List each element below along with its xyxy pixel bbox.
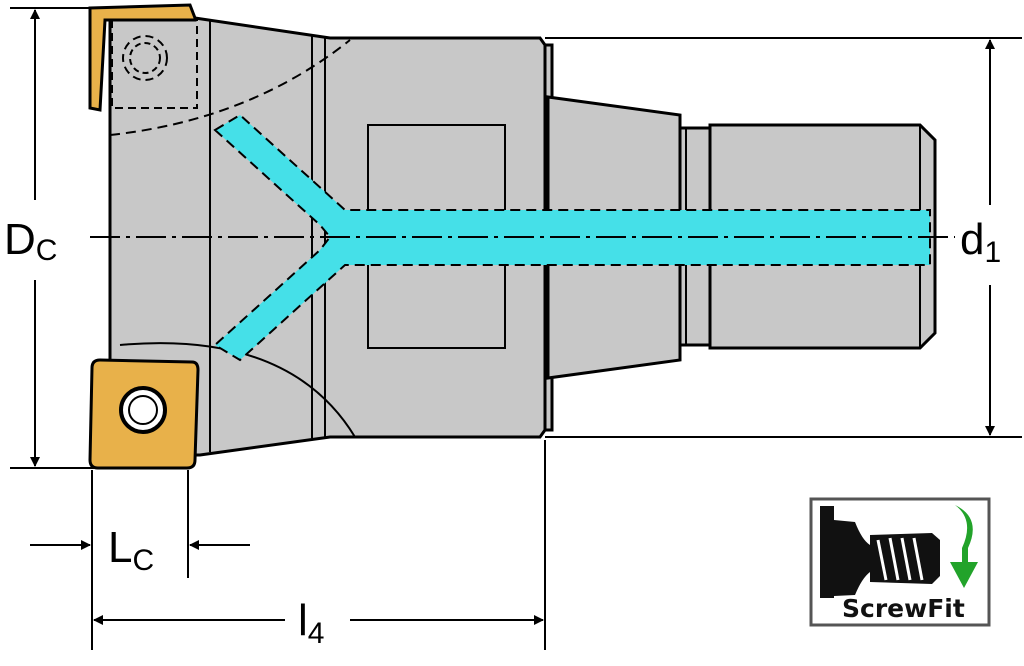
dc-subscript: C bbox=[36, 234, 58, 267]
l4-dimension: l4 bbox=[93, 596, 544, 650]
l4-subscript: 4 bbox=[308, 617, 325, 650]
svg-text:l4: l4 bbox=[298, 596, 324, 650]
lc-subscript: C bbox=[132, 544, 154, 577]
screwfit-text: ScrewFit bbox=[842, 594, 965, 623]
dc-dimension: DC bbox=[4, 8, 57, 467]
extension-lines bbox=[10, 7, 1022, 650]
bottom-insert bbox=[88, 358, 200, 470]
dc-label: D bbox=[4, 215, 36, 264]
svg-text:d1: d1 bbox=[960, 215, 1001, 269]
d1-dimension: d1 bbox=[960, 39, 1001, 436]
l4-label: l bbox=[298, 596, 308, 645]
svg-text:LC: LC bbox=[108, 523, 154, 577]
d1-label: d bbox=[960, 215, 984, 264]
top-insert bbox=[88, 3, 198, 112]
svg-text:DC: DC bbox=[4, 215, 57, 267]
d1-subscript: 1 bbox=[984, 236, 1001, 269]
rotate-arrow-icon bbox=[950, 505, 978, 588]
lc-label: L bbox=[108, 523, 132, 572]
screwfit-logo: ScrewFit bbox=[809, 497, 991, 627]
lc-dimension: LC bbox=[30, 523, 250, 577]
